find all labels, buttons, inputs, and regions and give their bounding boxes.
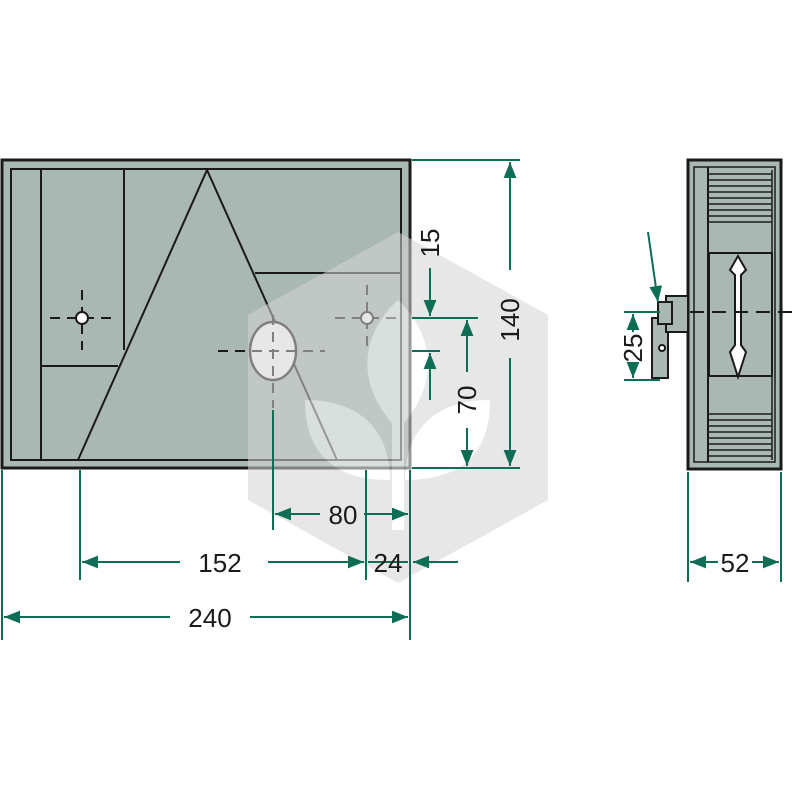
mounting-hole-left [75, 311, 89, 325]
side-ribs-bottom [708, 413, 772, 457]
dim-52-label: 52 [721, 548, 750, 578]
dim-80-label: 80 [329, 500, 358, 530]
dim-15-label: 15 [415, 229, 445, 258]
festoon-bulb [728, 253, 748, 381]
dim-240-label: 240 [188, 603, 231, 633]
side-housing-inner [693, 166, 776, 463]
side-ribs-top [708, 173, 772, 223]
dim-24-label: 24 [374, 548, 403, 578]
side-view [651, 158, 798, 471]
dim-140-label: 140 [495, 298, 525, 341]
dim-25-label: 25 [618, 334, 648, 363]
dim-152-label: 152 [198, 548, 241, 578]
mounting-bracket [651, 295, 689, 379]
dim-70-label: 70 [452, 386, 482, 415]
dimension-lines [1, 159, 782, 640]
leaf-hexagon-logo-icon [248, 232, 548, 583]
